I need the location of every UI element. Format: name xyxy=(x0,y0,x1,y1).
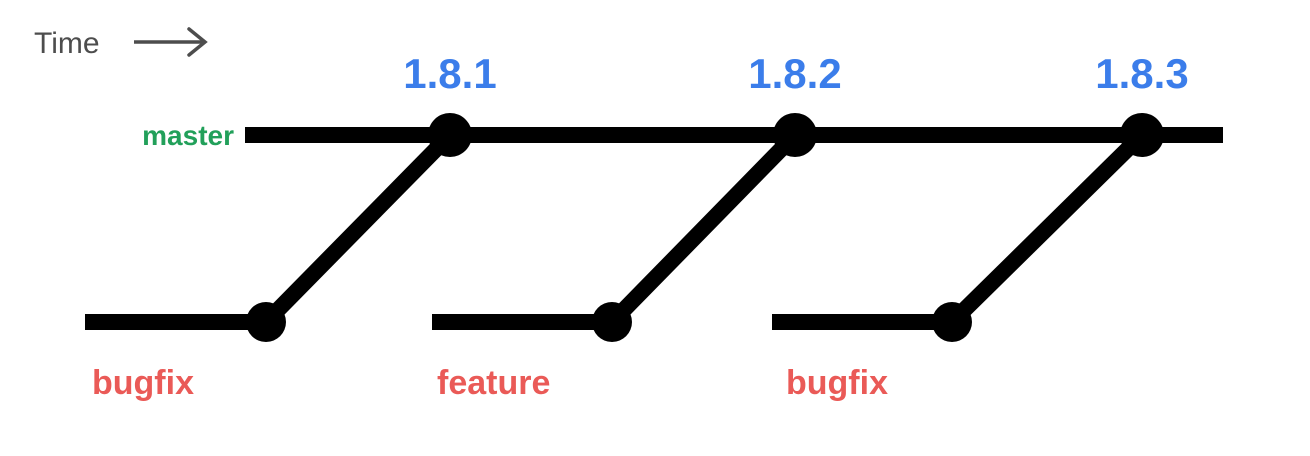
commit-node-master-1.8.1[interactable] xyxy=(428,113,472,157)
version-tag-1: 1.8.1 xyxy=(403,50,496,97)
commit-node-master-1.8.3[interactable] xyxy=(1120,113,1164,157)
branch-label-bugfix-2: bugfix xyxy=(786,364,888,402)
merge-line-bugfix-1 xyxy=(260,129,456,328)
branch-label-feature: feature xyxy=(437,364,550,402)
branch-label-bugfix-1: bugfix xyxy=(92,364,194,402)
merge-line-bugfix-2 xyxy=(946,129,1148,328)
version-tag-2: 1.8.2 xyxy=(748,50,841,97)
commit-node-bugfix-1[interactable] xyxy=(246,302,286,342)
commit-node-bugfix-2[interactable] xyxy=(932,302,972,342)
commit-node-feature[interactable] xyxy=(592,302,632,342)
master-branch-label: master xyxy=(142,120,234,151)
commit-node-master-1.8.2[interactable] xyxy=(773,113,817,157)
merge-line-feature xyxy=(606,129,801,328)
arrow-right-icon xyxy=(134,27,208,57)
version-tag-3: 1.8.3 xyxy=(1095,50,1188,97)
time-axis-label: Time xyxy=(34,27,100,60)
